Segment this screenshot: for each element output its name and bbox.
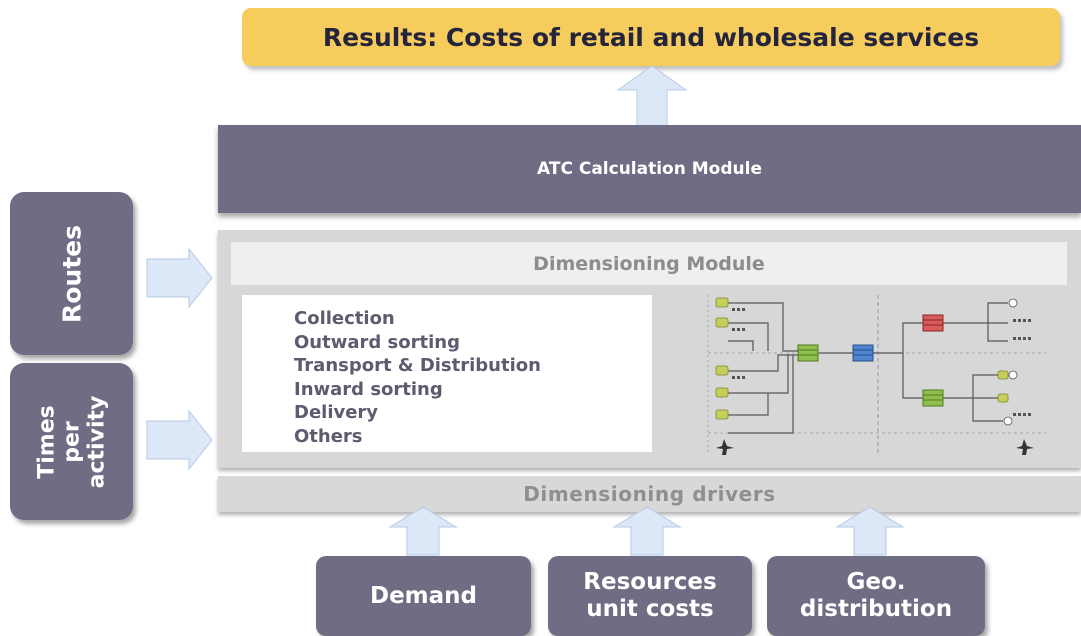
times-per-activity-label: Times per activity <box>34 395 109 488</box>
dimensioning-drivers-bar: Dimensioning drivers <box>218 476 1081 512</box>
atc-calculation-module: ATC Calculation Module <box>218 125 1081 213</box>
arrow-right-from-routes <box>146 247 213 309</box>
geo-distribution-input-box: Geo. distribution <box>767 556 985 636</box>
times-per-activity-input-box: Times per activity <box>10 363 133 520</box>
demand-label: Demand <box>369 582 477 609</box>
arrow-up-from-demand <box>388 506 458 556</box>
activity-item: Collection <box>294 308 395 329</box>
geo-distribution-label: Geo. distribution <box>799 569 953 622</box>
demand-input-box: Demand <box>316 556 531 636</box>
routes-input-box: Routes <box>10 192 133 355</box>
activity-item: Outward sorting <box>294 331 460 353</box>
arrow-up-to-results <box>616 65 688 127</box>
arrow-right-from-times <box>146 409 213 471</box>
arrow-up-from-geo <box>835 506 905 556</box>
sorting-center-red-icon <box>922 314 944 332</box>
airplane-right-icon <box>1016 439 1034 455</box>
activity-item: Delivery <box>294 402 379 423</box>
activities-list-box: Collection Outward sorting Transport & D… <box>242 295 652 452</box>
dimensioning-module-title: Dimensioning Module <box>231 242 1067 285</box>
routes-label: Routes <box>57 224 86 323</box>
activity-item: Transport & Distribution <box>294 355 541 376</box>
sorting-center-blue-icon <box>852 344 874 362</box>
results-label: Results: Costs of retail and wholesale s… <box>322 22 980 52</box>
network-schematic <box>707 295 1048 455</box>
activity-item: Inward sorting <box>294 378 443 400</box>
atc-label: ATC Calculation Module <box>537 159 762 179</box>
results-banner: Results: Costs of retail and wholesale s… <box>242 8 1060 66</box>
delivery-office-green-icon <box>922 389 944 407</box>
airplane-left-icon <box>716 439 734 455</box>
activity-item: Others <box>294 425 363 447</box>
sorting-center-green-icon <box>797 344 819 362</box>
resources-unit-costs-input-box: Resources unit costs <box>548 556 752 636</box>
resources-unit-costs-label: Resources unit costs <box>583 569 717 622</box>
arrow-up-from-resources <box>612 506 682 556</box>
